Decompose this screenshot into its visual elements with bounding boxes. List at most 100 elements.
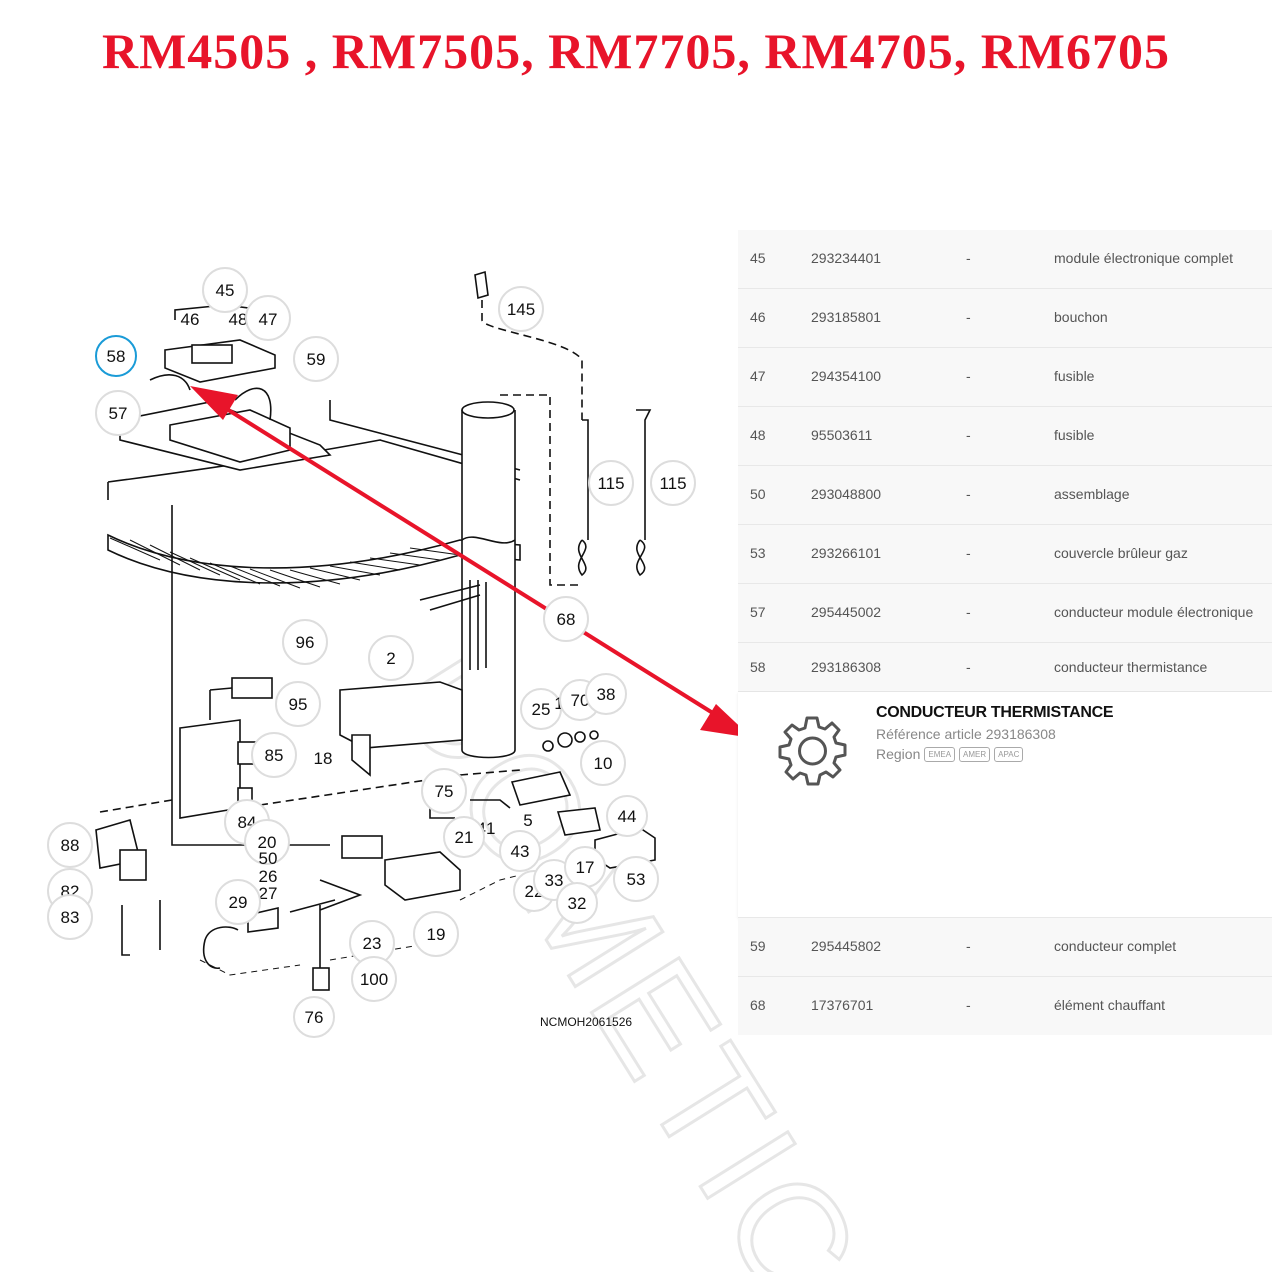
label-25: 25 <box>520 688 562 730</box>
svg-text:75: 75 <box>435 782 454 801</box>
svg-text:18: 18 <box>314 749 333 768</box>
svg-text:57: 57 <box>109 404 128 423</box>
svg-text:25: 25 <box>532 700 551 719</box>
svg-text:32: 32 <box>568 894 587 913</box>
label-2: 2 <box>368 635 414 681</box>
svg-text:5: 5 <box>523 811 532 830</box>
svg-text:33: 33 <box>545 871 564 890</box>
label-47: 47 <box>245 295 291 341</box>
svg-text:46: 46 <box>181 310 200 329</box>
svg-text:27: 27 <box>259 884 278 903</box>
label-43: 43 <box>499 830 541 872</box>
label-38: 38 <box>585 673 627 715</box>
region-badge-apac: APAC <box>994 746 1024 762</box>
svg-text:21: 21 <box>455 828 474 847</box>
svg-text:85: 85 <box>265 746 284 765</box>
label-23: 23 <box>349 920 395 966</box>
part-labels: 145 45 46 48 47 58 59 57 115 115 68 96 2… <box>47 267 696 1038</box>
label-115-b: 115 <box>650 460 696 506</box>
part-detail-panel: CONDUCTEUR THERMISTANCE Référence articl… <box>738 692 1272 918</box>
svg-text:19: 19 <box>427 925 446 944</box>
svg-text:10: 10 <box>594 754 613 773</box>
svg-text:145: 145 <box>507 300 535 319</box>
region-badge-amer: AMER <box>959 746 991 762</box>
label-48: 48 <box>229 310 248 329</box>
svg-text:50: 50 <box>259 849 278 868</box>
label-1: 1 <box>554 694 563 713</box>
label-45: 45 <box>202 267 248 313</box>
label-29: 29 <box>215 879 261 925</box>
svg-text:68: 68 <box>557 610 576 629</box>
label-76: 76 <box>293 996 335 1038</box>
diagram-code: NCMOH2061526 <box>540 1015 632 1029</box>
label-58-highlight: 58 <box>95 335 137 377</box>
label-26: 26 <box>259 867 278 886</box>
detail-title: CONDUCTEUR THERMISTANCE <box>876 704 1114 721</box>
svg-text:59: 59 <box>307 350 326 369</box>
boiler-pipe <box>419 401 516 759</box>
svg-text:26: 26 <box>259 867 278 886</box>
detail-reference: Référence article 293186308 <box>876 726 1056 742</box>
svg-text:88: 88 <box>61 836 80 855</box>
svg-text:47: 47 <box>259 310 278 329</box>
label-75: 75 <box>421 768 467 814</box>
label-32: 32 <box>556 882 598 924</box>
svg-text:38: 38 <box>597 685 616 704</box>
svg-text:17: 17 <box>576 858 595 877</box>
svg-text:115: 115 <box>659 474 686 493</box>
label-44: 44 <box>606 795 648 837</box>
svg-text:83: 83 <box>61 908 80 927</box>
lower-assembly <box>95 677 656 991</box>
label-20: 20 <box>244 819 290 865</box>
label-100: 100 <box>351 956 397 1002</box>
svg-text:23: 23 <box>363 934 382 953</box>
svg-text:45: 45 <box>216 281 235 300</box>
label-59: 59 <box>293 336 339 382</box>
probe-wires <box>474 270 652 586</box>
label-95: 95 <box>275 681 321 727</box>
region-badge-emea: EMEA <box>924 746 956 762</box>
svg-text:44: 44 <box>618 807 637 826</box>
label-19: 19 <box>413 911 459 957</box>
svg-text:58: 58 <box>107 347 126 366</box>
svg-text:115: 115 <box>597 474 624 493</box>
svg-text:29: 29 <box>229 893 248 912</box>
label-68: 68 <box>543 596 589 642</box>
svg-text:70: 70 <box>571 691 590 710</box>
label-57: 57 <box>95 390 141 436</box>
label-27: 27 <box>259 884 278 903</box>
detail-region: Region EMEA AMER APAC <box>876 746 1024 762</box>
gear-icon <box>778 716 847 786</box>
svg-text:96: 96 <box>296 633 315 652</box>
label-53: 53 <box>613 856 659 902</box>
label-83: 83 <box>47 894 93 940</box>
label-115-a: 115 <box>588 460 634 506</box>
svg-text:95: 95 <box>289 695 308 714</box>
svg-text:100: 100 <box>360 970 388 989</box>
label-145: 145 <box>498 286 544 332</box>
label-88: 88 <box>47 822 93 868</box>
label-18: 18 <box>314 749 333 768</box>
svg-text:1: 1 <box>554 694 563 713</box>
label-85: 85 <box>251 732 297 778</box>
label-17: 17 <box>564 846 606 888</box>
label-21: 21 <box>443 816 485 858</box>
svg-text:48: 48 <box>229 310 248 329</box>
svg-text:53: 53 <box>627 870 646 889</box>
label-46: 46 <box>181 310 200 329</box>
svg-text:20: 20 <box>258 833 277 852</box>
electronic-module <box>119 304 332 471</box>
svg-text:43: 43 <box>511 842 530 861</box>
label-96: 96 <box>282 619 328 665</box>
